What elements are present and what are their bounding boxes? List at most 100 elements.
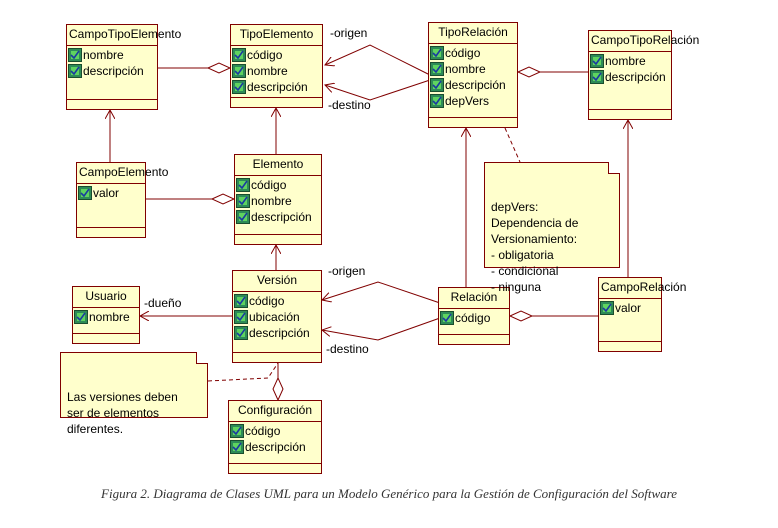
attribute-icon	[68, 48, 83, 62]
class-campo-elemento[interactable]: CampoElemento valor	[76, 162, 168, 238]
attribute-row: código	[440, 310, 508, 326]
attribute-row: descripción	[234, 325, 320, 341]
class-name: CampoElemento	[77, 163, 168, 184]
attribute-name: código	[455, 311, 491, 325]
class-name: CampoTipoRelación	[589, 31, 699, 52]
attribute-name: valor	[615, 301, 642, 315]
attribute-list: nombre	[73, 308, 139, 325]
attribute-row: código	[232, 47, 321, 63]
attribute-name: nombre	[605, 54, 646, 68]
attribute-name: código	[249, 294, 285, 308]
attribute-icon	[236, 194, 251, 208]
attribute-row: nombre	[590, 53, 670, 69]
attribute-icon	[600, 301, 615, 315]
attribute-icon	[430, 46, 445, 60]
attribute-icon	[74, 310, 89, 324]
attribute-icon	[440, 311, 455, 325]
attribute-row: descripción	[236, 209, 320, 225]
attribute-icon	[230, 424, 245, 438]
attribute-name: descripción	[445, 78, 506, 92]
attribute-icon	[430, 78, 445, 92]
attribute-row: código	[234, 293, 320, 309]
attribute-row: valor	[600, 300, 660, 316]
attribute-row: descripción	[232, 79, 321, 95]
attribute-icon	[590, 70, 605, 84]
class-name: Usuario	[73, 287, 139, 308]
attribute-row: código	[230, 423, 320, 439]
class-campo-relacion[interactable]: CampoRelación valor	[598, 277, 686, 352]
class-name: Relación	[439, 288, 509, 309]
note-versiones: Las versiones deben ser de elementos dif…	[60, 352, 208, 436]
attribute-icon	[232, 48, 247, 62]
attribute-row: ubicación	[234, 309, 320, 325]
attribute-icon	[234, 326, 249, 340]
class-configuracion[interactable]: Configuración código descripción	[228, 400, 322, 474]
attribute-name: nombre	[89, 310, 130, 324]
attribute-name: nombre	[445, 62, 486, 76]
attribute-icon	[236, 210, 251, 224]
role-origen-mid: -origen	[328, 264, 366, 278]
attribute-row: valor	[78, 185, 144, 201]
attribute-list: valor	[599, 299, 661, 316]
attribute-row: descripción	[430, 77, 516, 93]
attribute-name: ubicación	[249, 310, 300, 324]
attribute-name: descripción	[245, 440, 306, 454]
attribute-row: descripción	[230, 439, 320, 455]
class-name: Configuración	[229, 401, 321, 422]
attribute-name: descripción	[247, 80, 308, 94]
attribute-name: depVers	[445, 94, 490, 108]
attribute-icon	[234, 294, 249, 308]
attribute-name: código	[245, 424, 281, 438]
note-text: depVers: Dependencia de Versionamiento: …	[491, 200, 579, 294]
attribute-name: descripción	[251, 210, 312, 224]
role-destino-top: -destino	[328, 98, 371, 112]
attribute-row: nombre	[68, 47, 156, 63]
attribute-list: código	[439, 309, 509, 326]
attribute-icon	[232, 80, 247, 94]
attribute-name: nombre	[247, 64, 288, 78]
attribute-name: código	[251, 178, 287, 192]
attribute-icon	[78, 186, 93, 200]
class-usuario[interactable]: Usuario nombre	[72, 286, 140, 344]
attribute-row: código	[430, 45, 516, 61]
class-elemento[interactable]: Elemento código nombre descripción	[234, 154, 322, 245]
attribute-icon	[590, 54, 605, 68]
attribute-row: nombre	[232, 63, 321, 79]
class-relacion[interactable]: Relación código	[438, 287, 510, 345]
attribute-name: nombre	[251, 194, 292, 208]
class-name: TipoRelación	[429, 23, 517, 44]
class-name: Versión	[233, 271, 321, 292]
class-name: CampoRelación	[599, 278, 686, 299]
attribute-list: código nombre descripción	[235, 176, 321, 225]
attribute-row: código	[236, 177, 320, 193]
attribute-name: valor	[93, 186, 120, 200]
role-dueno: -dueño	[144, 296, 182, 310]
attribute-name: descripción	[83, 64, 144, 78]
attribute-icon	[230, 440, 245, 454]
attribute-icon	[430, 62, 445, 76]
class-tipo-elemento[interactable]: TipoElemento código nombre descripción	[230, 24, 323, 108]
class-name: CampoTipoElemento	[67, 25, 181, 46]
attribute-icon	[430, 94, 445, 108]
attribute-row: descripción	[68, 63, 156, 79]
note-text: Las versiones deben ser de elementos dif…	[67, 390, 178, 436]
class-name: Elemento	[235, 155, 321, 176]
attribute-list: código nombre descripción	[231, 46, 322, 95]
attribute-row: depVers	[430, 93, 516, 109]
attribute-row: nombre	[74, 309, 138, 325]
attribute-icon	[236, 178, 251, 192]
attribute-row: descripción	[590, 69, 670, 85]
attribute-name: código	[247, 48, 283, 62]
class-name: TipoElemento	[231, 25, 322, 46]
attribute-list: código descripción	[229, 422, 321, 455]
role-origen-top: -origen	[330, 26, 368, 40]
